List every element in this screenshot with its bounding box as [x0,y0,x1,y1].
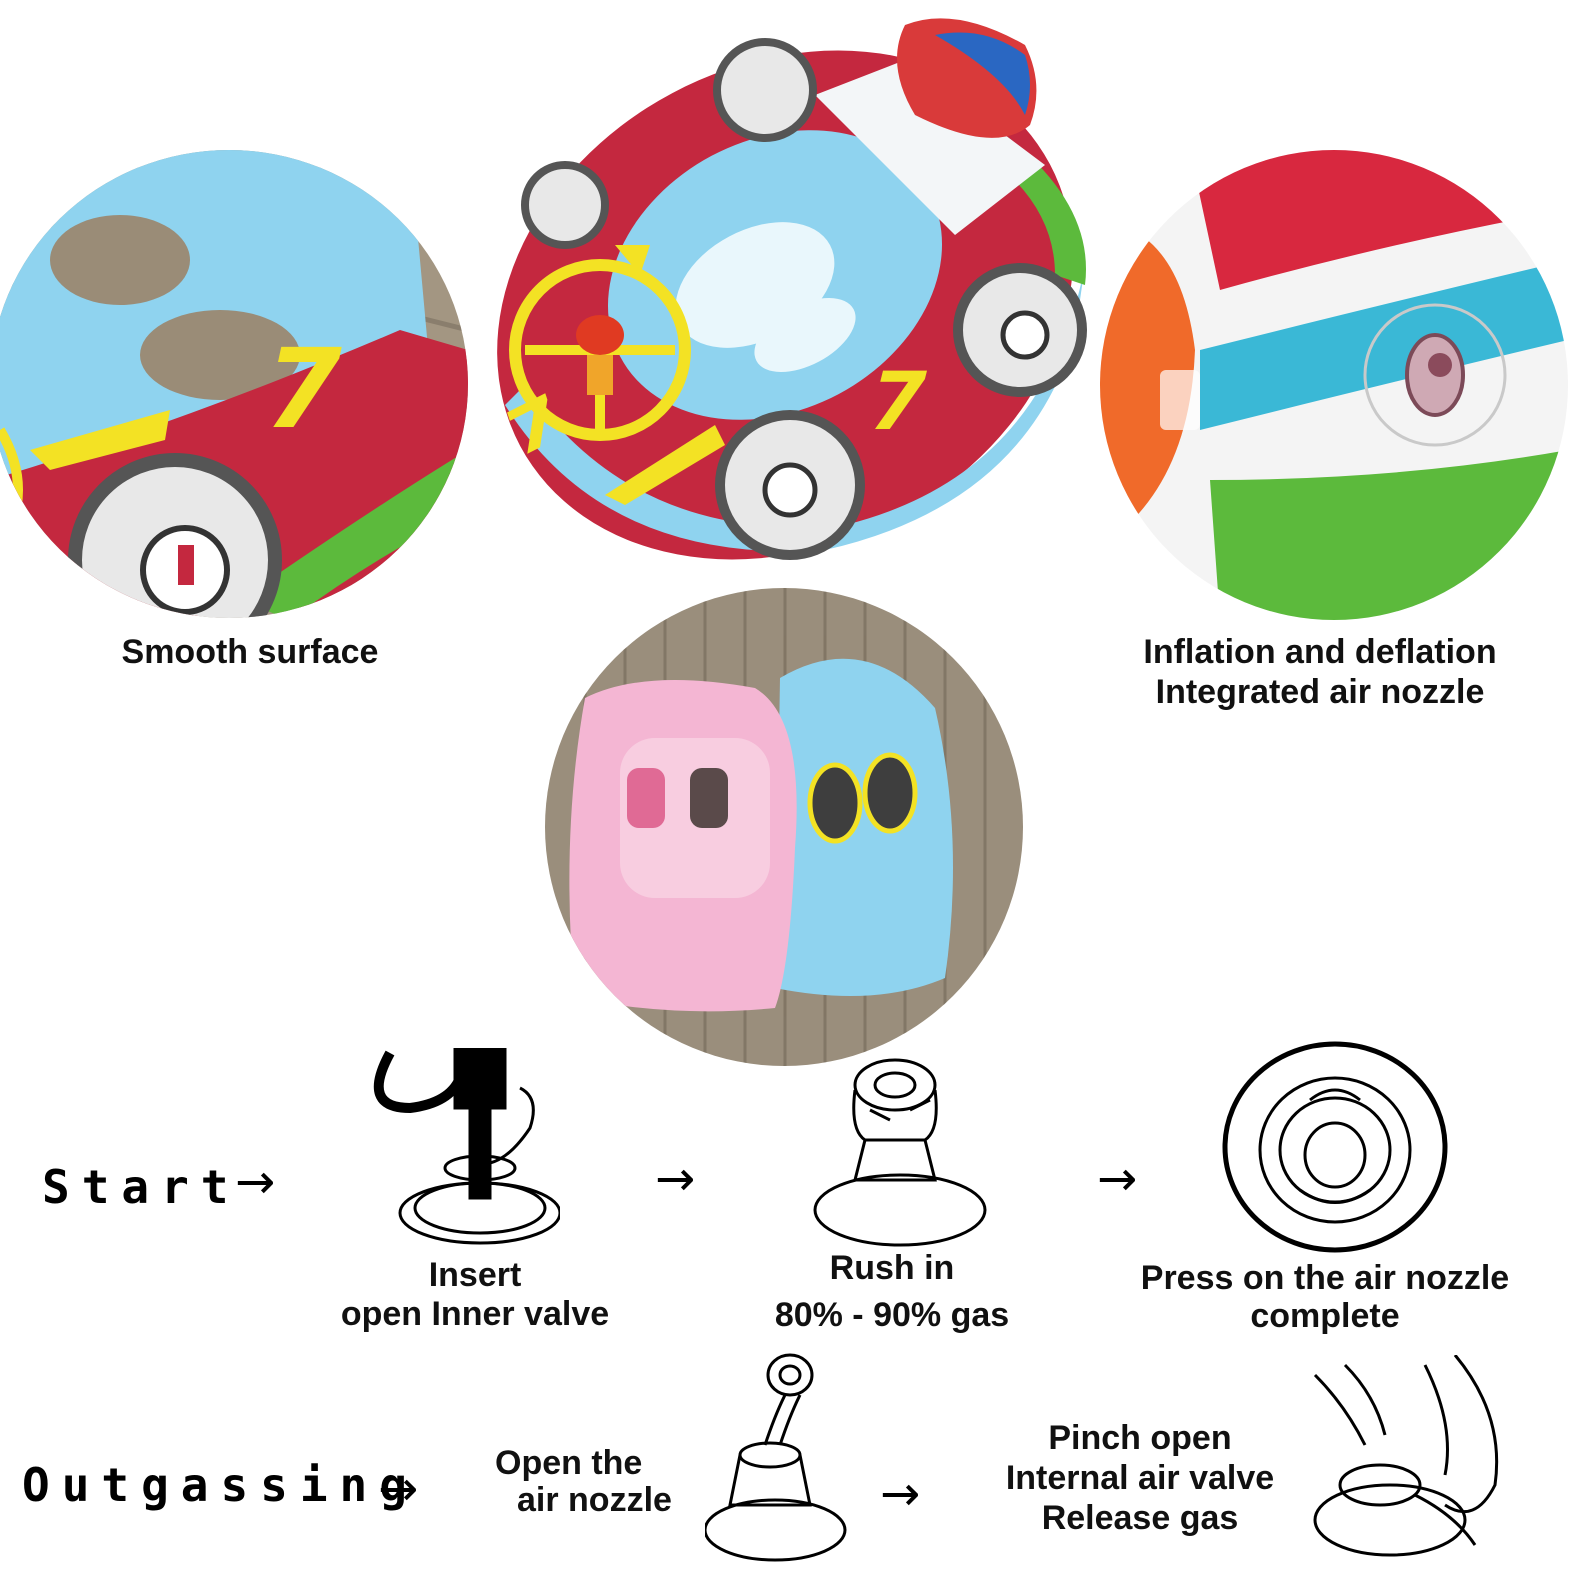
nozzle-label-line2: Integrated air nozzle [1155,673,1485,711]
arrow-step2: → [1097,1151,1138,1207]
pinch-step-line2: Internal air valve [1005,1459,1275,1497]
pinch-step-line1: Pinch open [1048,1419,1232,1457]
insert-pump-sketch [370,1048,560,1248]
pinch-valve-sketch [1305,1355,1515,1565]
car-baby-float-image: 7 7 [485,5,1095,565]
nozzle-label-line1: Inflation and deflation [1143,633,1497,671]
arrow-step1: → [655,1151,696,1207]
arrow-pinch: → [880,1466,921,1522]
insert-step-line1: Insert [428,1256,522,1294]
arrow-outgassing: → [378,1461,419,1517]
open-nozzle-sketch [705,1345,865,1565]
insert-step-line2: open Inner valve [340,1295,610,1333]
press-step-line2: complete [1250,1297,1400,1335]
press-nozzle-sketch [1220,1040,1450,1255]
rush-in-step-line1: Rush in [829,1249,955,1287]
rush-in-sketch [810,1050,1000,1250]
smooth-surface-label: Smooth surface [121,633,379,671]
color-options-closeup [545,588,1023,1066]
smooth-surface-closeup: 7 [0,150,468,618]
start-label: Start [42,1160,241,1214]
arrow-start: → [235,1154,276,1210]
rush-in-step-line2: 80% - 90% gas [774,1296,1010,1334]
open-nozzle-line2: air nozzle [517,1481,672,1519]
pinch-step-line3: Release gas [1041,1499,1239,1537]
air-nozzle-closeup [1100,150,1568,620]
open-nozzle-line1: Open the [495,1444,643,1482]
outgassing-label: Outgassing [22,1458,419,1512]
press-step-line1: Press on the air nozzle [1140,1259,1510,1297]
